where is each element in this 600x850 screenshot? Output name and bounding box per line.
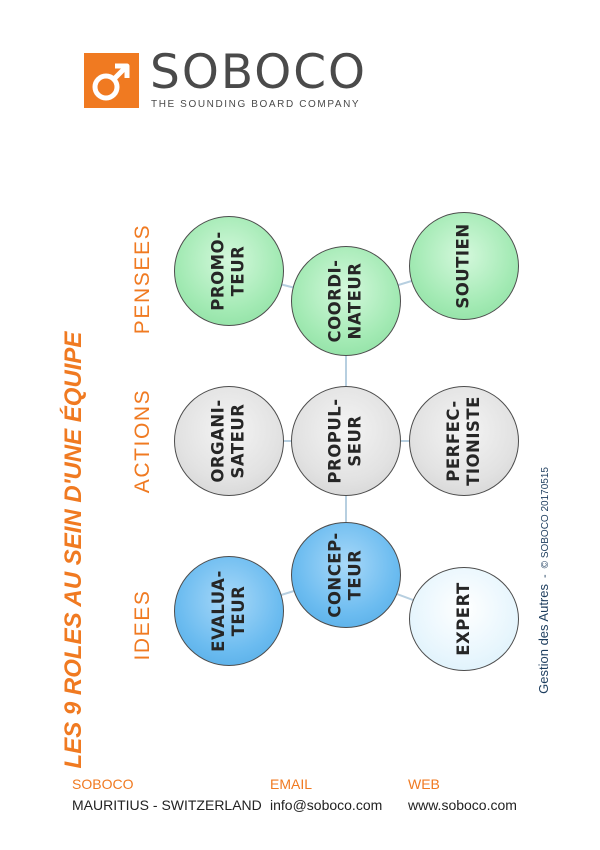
role-label: PROPUL- SEUR [326, 398, 365, 484]
footer-company-value: MAURITIUS - SWITZERLAND [72, 797, 262, 813]
role-expert: EXPERT [409, 567, 519, 671]
role-label: PERFEC- TIONISTE [444, 396, 483, 486]
footer-company-label: SOBOCO [72, 776, 134, 792]
footer-company: SOBOCO MAURITIUS - SWITZERLAND [72, 775, 262, 814]
role-label: PROMO- TEUR [209, 231, 248, 311]
role-concepteur: CONCEP- TEUR [291, 522, 401, 628]
role-label: CONCEP- TEUR [325, 532, 365, 618]
male-symbol-icon [92, 63, 130, 101]
role-propulseur: PROPUL- SEUR [291, 386, 401, 496]
brand-name: SOBOCO [150, 45, 368, 100]
role-label: SOUTIEN [453, 223, 473, 309]
footer-web-link[interactable]: www.soboco.com [408, 797, 517, 813]
footer-web: WEB www.soboco.com [408, 775, 517, 814]
footer-web-label: WEB [408, 776, 440, 792]
side-note-separator: - [539, 574, 551, 578]
page-title: LES 9 ROLES AU SEIN D'UNE ÉQUIPE [60, 331, 87, 769]
side-note-copyright: © SOBOCO 20170515 [540, 467, 551, 569]
role-label: EVALUA- TEUR [208, 570, 248, 652]
brand-tagline: THE SOUNDING BOARD COMPANY [151, 99, 361, 110]
role-soutien: SOUTIEN [409, 212, 519, 320]
role-evaluateur: EVALUA- TEUR [174, 556, 284, 666]
row-label-actions: ACTIONS [131, 388, 154, 494]
footer-email: EMAIL info@soboco.com [270, 775, 382, 814]
row-label-idees: IDEES [131, 589, 154, 661]
role-label: ORGANI- SATEUR [209, 399, 248, 483]
side-note: Gestion des Autres - © SOBOCO 20170515 [535, 467, 553, 827]
side-note-text: Gestion des Autres [536, 584, 551, 694]
role-perfectioniste: PERFEC- TIONISTE [409, 386, 519, 496]
footer-email-link[interactable]: info@soboco.com [270, 797, 383, 813]
role-organisateur: ORGANI- SATEUR [174, 386, 284, 496]
role-label: COORDI- NATEUR [326, 259, 365, 343]
role-coordinateur: COORDI- NATEUR [291, 246, 401, 356]
footer-email-label: EMAIL [270, 776, 313, 792]
row-label-pensees: PENSEES [131, 223, 154, 335]
role-label: EXPERT [453, 582, 473, 656]
role-promoteur: PROMO- TEUR [174, 216, 284, 326]
logo-mark [84, 53, 139, 108]
